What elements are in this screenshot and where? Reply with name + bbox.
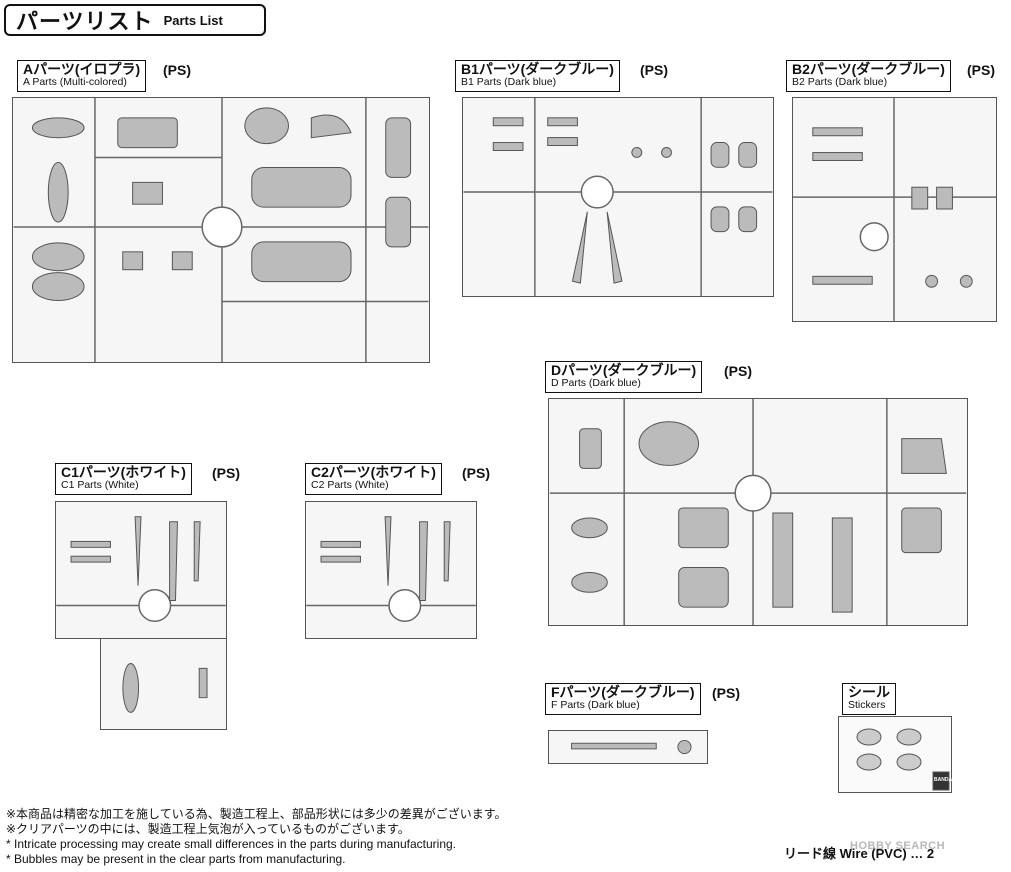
runner-b1-ps: (PS) <box>640 62 668 78</box>
runner-b2-en: B2 Parts (Dark blue) <box>792 76 888 89</box>
stickers-jp: シール <box>848 684 890 700</box>
runner-c2-frame <box>305 501 477 639</box>
runner-b1-jp: B1パーツ(ダークブルー) <box>461 61 614 77</box>
note-1: ※本商品は精密な加工を施している為、製造工程上、部品形状には多少の差異がございま… <box>6 807 507 821</box>
runner-c1-ps: (PS) <box>212 465 240 481</box>
header-title-en: Parts List <box>163 12 223 28</box>
runner-a-jp: Aパーツ(イロプラ) <box>23 61 141 77</box>
runner-f-label: Fパーツ(ダークブルー) F Parts (Dark blue) <box>545 683 701 715</box>
note-4: * Bubbles may be present in the clear pa… <box>6 852 346 866</box>
runner-a-ps: (PS) <box>163 62 191 78</box>
runner-c1-en: C1 Parts (White) <box>61 479 139 492</box>
runner-d-drawing <box>549 399 967 625</box>
runner-c2-ps: (PS) <box>462 465 490 481</box>
runner-a-label: Aパーツ(イロプラ) A Parts (Multi-colored) <box>17 60 147 92</box>
stickers-en: Stickers <box>848 699 886 712</box>
runner-c1-tail-drawing <box>122 662 208 713</box>
parts-list-header: パーツリスト Parts List <box>4 4 266 36</box>
runner-c1-frame <box>55 501 227 639</box>
runner-b2-label: B2パーツ(ダークブルー) B2 Parts (Dark blue) <box>786 60 951 92</box>
runner-f-drawing <box>571 739 692 755</box>
runner-b2-ps: (PS) <box>967 62 995 78</box>
note-2: ※クリアパーツの中には、製造工程上気泡が入っているものがございます。 <box>6 822 410 836</box>
wire-note: リード線 Wire (PVC) … 2 <box>784 846 935 861</box>
runner-b1-en: B1 Parts (Dark blue) <box>461 76 557 89</box>
manufacturing-notes: ※本商品は精密な加工を施している為、製造工程上、部品形状には多少の差異がございま… <box>6 807 507 867</box>
header-title-jp: パーツリスト <box>16 9 154 34</box>
runner-d-jp: Dパーツ(ダークブルー) <box>551 362 697 378</box>
runner-f-frame <box>548 730 708 764</box>
runner-d-frame <box>548 398 968 626</box>
runner-f-ps: (PS) <box>712 685 740 701</box>
runner-b1-frame <box>462 97 774 297</box>
runner-c2-en: C2 Parts (White) <box>311 479 389 492</box>
runner-a-frame <box>12 97 430 363</box>
sticker-sheet: BANDAI <box>838 716 954 793</box>
runner-c2-jp: C2パーツ(ホワイト) <box>311 464 436 480</box>
runner-b1-label: B1パーツ(ダークブルー) B1 Parts (Dark blue) <box>455 60 620 92</box>
runner-c1-label: C1パーツ(ホワイト) C1 Parts (White) <box>55 463 192 495</box>
runner-b2-frame <box>792 97 997 322</box>
runner-c1-drawing <box>56 516 226 622</box>
runner-b2-drawing <box>793 98 996 321</box>
runner-a-drawing <box>13 98 429 362</box>
runner-f-jp: Fパーツ(ダークブルー) <box>551 684 695 700</box>
sticker-sheet-drawing <box>856 728 950 791</box>
runner-a-en: A Parts (Multi-colored) <box>23 76 127 89</box>
runner-c1-jp: C1パーツ(ホワイト) <box>61 464 186 480</box>
runner-d-ps: (PS) <box>724 363 752 379</box>
runner-d-en: D Parts (Dark blue) <box>551 377 641 390</box>
stickers-label: シール Stickers <box>842 683 896 715</box>
runner-f-en: F Parts (Dark blue) <box>551 699 640 712</box>
runner-b2-jp: B2パーツ(ダークブルー) <box>792 61 945 77</box>
sticker-brand: BANDAI <box>934 777 954 783</box>
runner-b1-drawing <box>463 98 773 296</box>
runner-c1-tail <box>100 638 227 730</box>
runner-c2-drawing <box>306 516 476 622</box>
runner-d-label: Dパーツ(ダークブルー) D Parts (Dark blue) <box>545 361 703 393</box>
note-3: * Intricate processing may create small … <box>6 837 456 851</box>
runner-c2-label: C2パーツ(ホワイト) C2 Parts (White) <box>305 463 442 495</box>
watermark: HOBBY SEARCH <box>850 840 946 852</box>
